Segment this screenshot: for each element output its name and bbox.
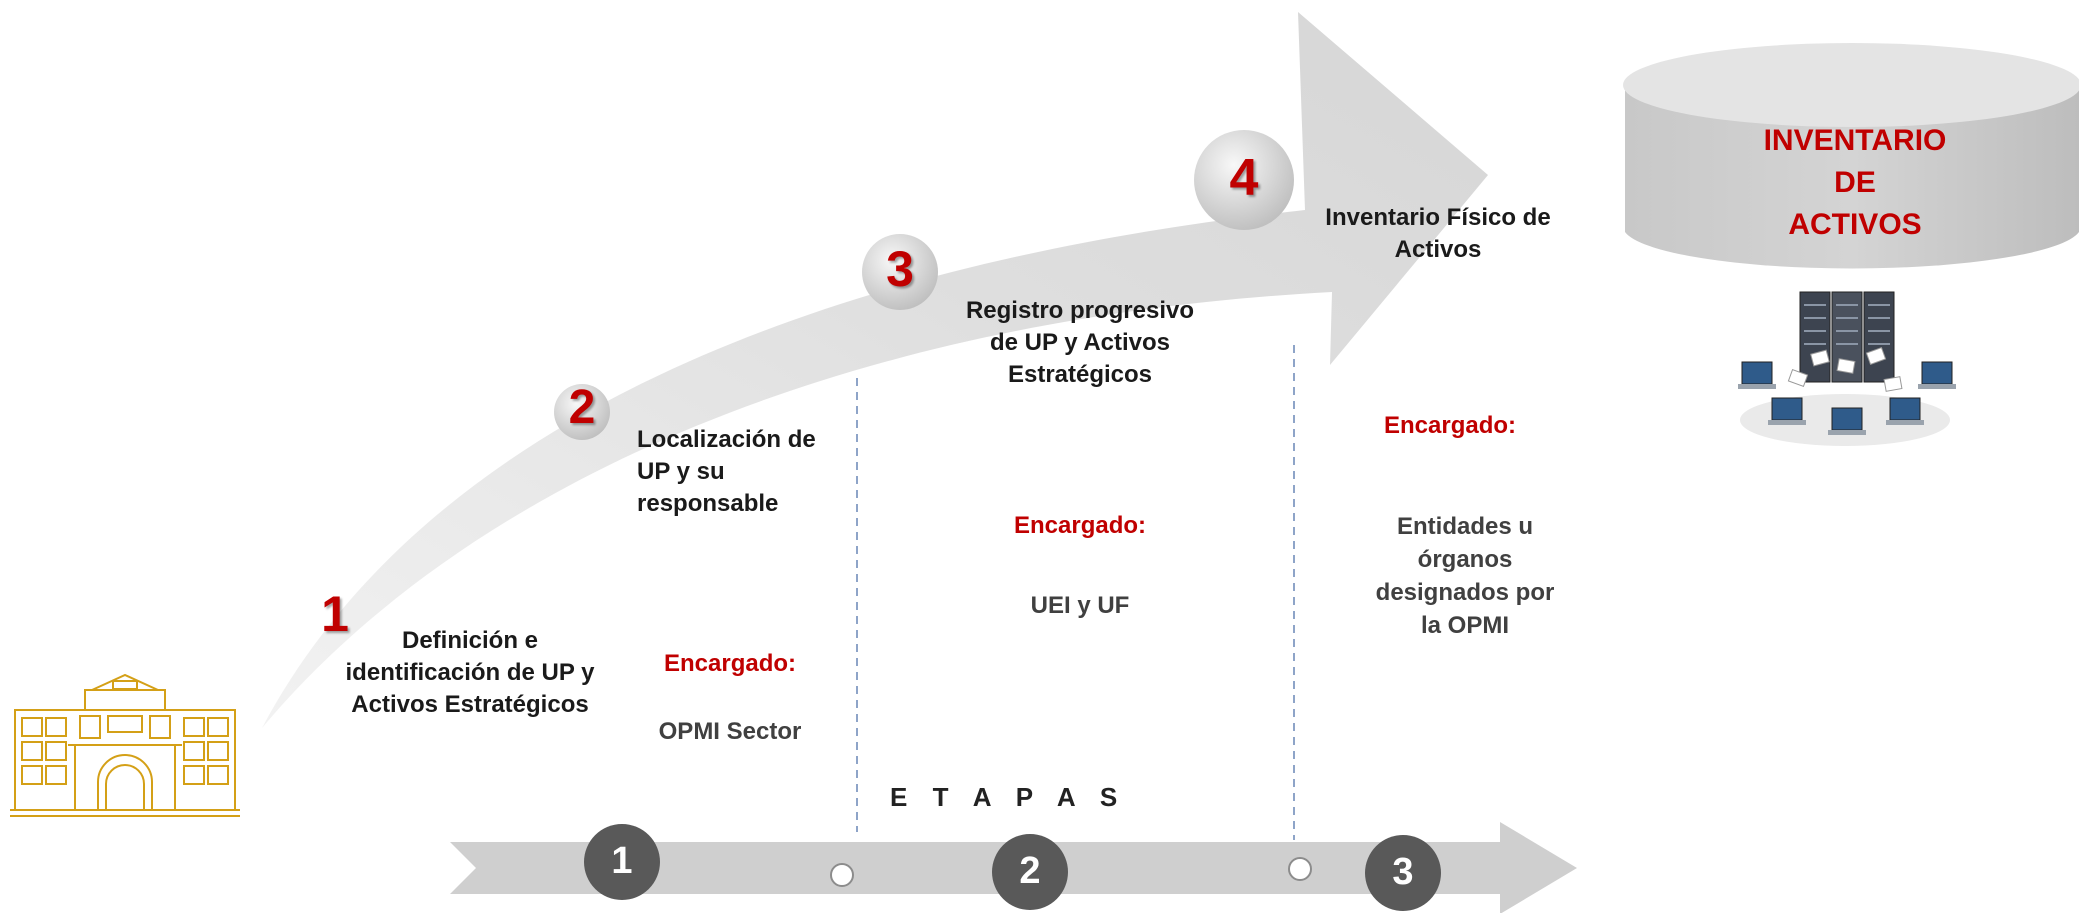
encargado-value-2: UEI y UF — [1030, 592, 1130, 619]
encargado-value-1: OPMI Sector — [658, 718, 802, 745]
database-label-line-1: INVENTARIO — [1763, 124, 1947, 157]
building-icon — [10, 673, 240, 817]
timeline-marker — [1288, 857, 1312, 881]
stage-circle — [584, 824, 660, 900]
encargado-label-2: Encargado: — [1013, 512, 1147, 539]
database-label: INVENTARIO DE ACTIVOS — [1720, 120, 1990, 246]
database-label-line-3: ACTIVOS — [1788, 208, 1922, 241]
stage-number-3: 3 — [1392, 851, 1414, 893]
encargado-label-3: Encargado: — [1383, 412, 1517, 439]
stage-number-2: 2 — [1019, 850, 1041, 892]
step-number-2: 2 — [568, 381, 596, 434]
encargado-value-3: Entidades u órganos designados por la OP… — [1375, 513, 1555, 640]
stage-circle — [1365, 835, 1441, 911]
curved-arrow — [262, 12, 1488, 728]
encargado-label-1: Encargado: — [663, 650, 797, 677]
step-title-3: Registro progresivo de UP y Activos Estr… — [965, 297, 1195, 388]
timeline-marker — [830, 863, 854, 887]
database-label-line-2: DE — [1834, 166, 1876, 199]
server-network-icon — [1738, 291, 1956, 446]
stage-circle — [992, 834, 1068, 910]
step-title-1: Definición e identificación de UP y Acti… — [345, 627, 595, 718]
step-circle — [862, 234, 938, 310]
step-number-4: 4 — [1229, 149, 1259, 207]
database-cylinder-icon — [1623, 43, 2079, 269]
step-title-4: Inventario Físico de Activos — [1325, 204, 1551, 263]
step-circle — [1194, 130, 1294, 230]
step-number-1: 1 — [321, 586, 349, 642]
stages-label: E T A P A S — [890, 782, 1127, 812]
step-number-3: 3 — [886, 241, 914, 297]
step-title-2: Localización de UP y su responsable — [637, 426, 816, 517]
stage-number-1: 1 — [611, 840, 633, 882]
step-circle — [554, 384, 610, 440]
